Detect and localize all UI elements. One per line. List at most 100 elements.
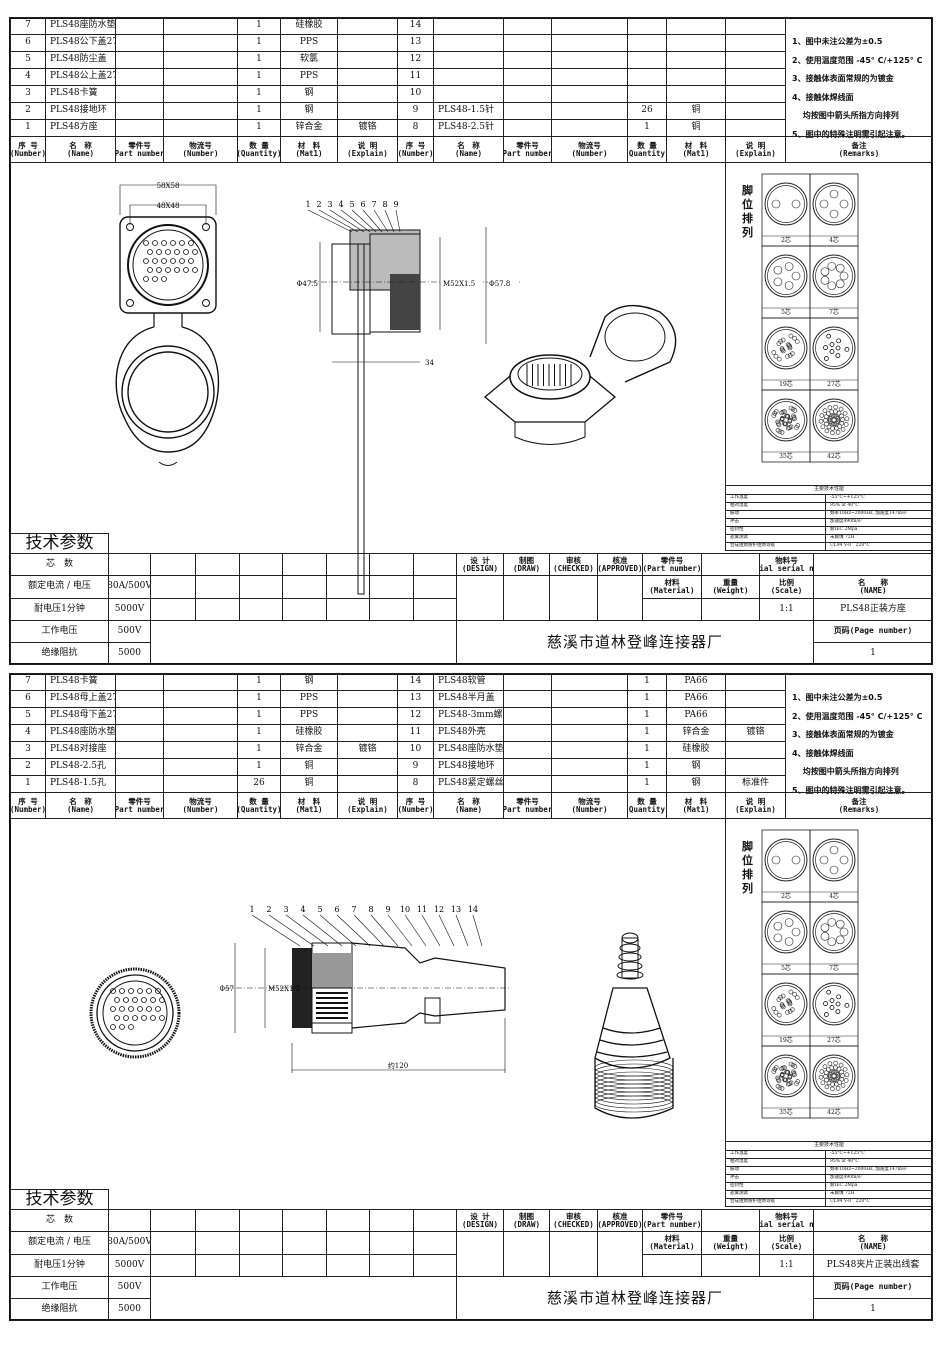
header-number: 序 号(Number) [10,792,46,819]
blank-cell [239,1254,283,1277]
part-quantity [627,17,667,35]
cell-text: 名 称 [858,1234,888,1244]
cell-subtext: (Name) [454,148,483,158]
blank-cell [282,575,327,599]
remark-item: 2、使用温度范围 -45° C/+125° C [792,711,923,721]
cell-subtext: (Mat1) [295,804,323,814]
cell-text: 数 量 [637,796,657,806]
cell-text: 核准 [612,555,628,565]
pin-layout-label: 4芯 [829,893,839,900]
cell-subtext: (DESIGN) [461,563,499,573]
part-name: PLS48接地环 [433,758,504,776]
part-part-number [503,724,552,742]
cell-text: 零件号 [660,1211,684,1221]
cell-subtext: (Number) [182,148,219,158]
scale-value: 1:1 [759,1254,814,1277]
cell-subtext: (Quantity) [237,804,281,814]
page-number-label: 页码(Page number) [813,620,933,643]
header-remarks: 备注(Remarks) [785,136,933,163]
pin-layout-label: 7芯 [829,965,839,972]
cell-subtext: (Remarks) [838,148,880,158]
part-number: 14 [397,17,434,35]
header-logistics: 物流号(Number) [551,792,628,819]
blank-cell [195,1254,240,1277]
part-material [666,51,726,69]
part-material [666,68,726,86]
part-name: PLS48母下盖27芯 [45,707,116,725]
header-part: 零件号(Part number) [503,136,552,163]
part-quantity [627,68,667,86]
cell-text: 零件号 [516,796,539,806]
part-logistics-number [163,775,238,793]
remark-item: 4、接触体焊线面 [792,92,854,102]
header-logistics: 物流号(Number) [163,136,238,163]
name-label: 名 称(NAME) [813,1231,933,1255]
header-logistics: 物流号(Number) [551,136,628,163]
cell-text: 设 计 [470,1211,490,1221]
cell-subtext: (APPROVED) [597,563,643,573]
part-number: 4 [10,68,46,86]
part-quantity: 1 [237,119,281,137]
part-explain [725,690,786,708]
spec-label: 合成阻燃防护阻燃等级 [725,542,826,551]
callout-number: 6 [334,905,339,914]
part-material: 钢 [280,85,338,103]
signature-cell [549,575,598,621]
cell-text: 重量 [723,578,738,588]
cell-text: 说 明 [745,140,766,150]
header-mat: 材 料(Mat1) [666,136,726,163]
part-name: PLS48卡簧 [45,673,116,691]
material-serial-value [813,553,933,576]
cell-subtext: (Explain) [347,148,388,158]
page-number: 1 [813,1298,933,1321]
part-part-number [503,51,552,69]
tech-param-label: 绝缘阻抗 [10,642,109,665]
header-explain: 说 明(Explain) [337,792,398,819]
part-name: PLS48座防水垫 [45,17,116,35]
cell-subtext: (DRAW) [512,1219,541,1229]
part-part-number [503,741,552,759]
part-quantity: 1 [237,724,281,742]
cell-text: 物料号 [775,1211,798,1221]
cell-text: 核准 [612,1211,628,1221]
spec-value: UL94 V-0 220°C [825,1198,933,1207]
part-logistics-number [163,758,238,776]
part-number: 8 [397,775,434,793]
header-number: 序 号(Number) [397,136,434,163]
part-number: 10 [397,741,434,759]
part-logistics-number [551,51,628,69]
part-name: PLS48公上盖27芯 [45,68,116,86]
part-number: 12 [397,51,434,69]
callout-number: 7 [351,905,356,914]
part-part-number [503,102,552,120]
part-name: PLS48公下盖27芯 [45,34,116,52]
cell-subtext: (Number) [397,148,434,158]
blank-cell [413,575,457,599]
part-explain [725,85,786,103]
cell-subtext: (Part number) [642,1219,702,1229]
part-part-number [115,707,164,725]
part-explain [725,673,786,691]
blank-cell [150,1209,196,1232]
callout-number: 6 [360,200,365,209]
part-number-label: 零件号(Part number) [642,553,702,576]
dimension-label: M52X1.5 [443,280,475,288]
page-number-label: 页码(Page number) [813,1276,933,1299]
part-name: PLS48座防水垫 [45,724,116,742]
part-quantity: 26 [627,102,667,120]
pin-layout-label: 42芯 [827,1109,841,1116]
part-number: 13 [397,34,434,52]
cell-subtext: (APPROVED) [597,1219,643,1229]
cell-text: 名 称 [457,796,480,806]
cell-text: 物料号 [775,555,798,565]
pin-layout-label: 42芯 [827,453,841,460]
pin-layout-label: 27芯 [827,381,841,388]
part-name: PLS48防尘盖 [45,51,116,69]
part-logistics-number [551,673,628,691]
part-part-number [503,85,552,103]
tech-param-label: 耐电压1分钟 [10,1254,109,1277]
tech-param-label: 芯 数 [10,1209,109,1232]
